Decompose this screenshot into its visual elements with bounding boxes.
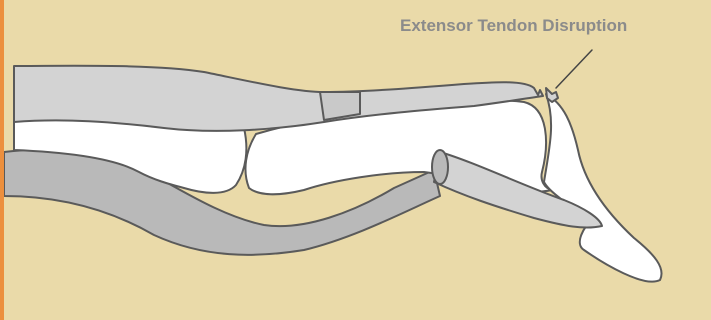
joint-tendon-segment — [320, 92, 360, 120]
annotation-leader-line — [556, 50, 592, 88]
distal-phalanx-bone — [544, 94, 662, 282]
annotation-label: Extensor Tendon Disruption — [400, 16, 627, 36]
finger-illustration — [4, 0, 711, 320]
flexor-tendon-cap — [432, 150, 448, 184]
ruptured-tendon-end — [546, 88, 558, 102]
